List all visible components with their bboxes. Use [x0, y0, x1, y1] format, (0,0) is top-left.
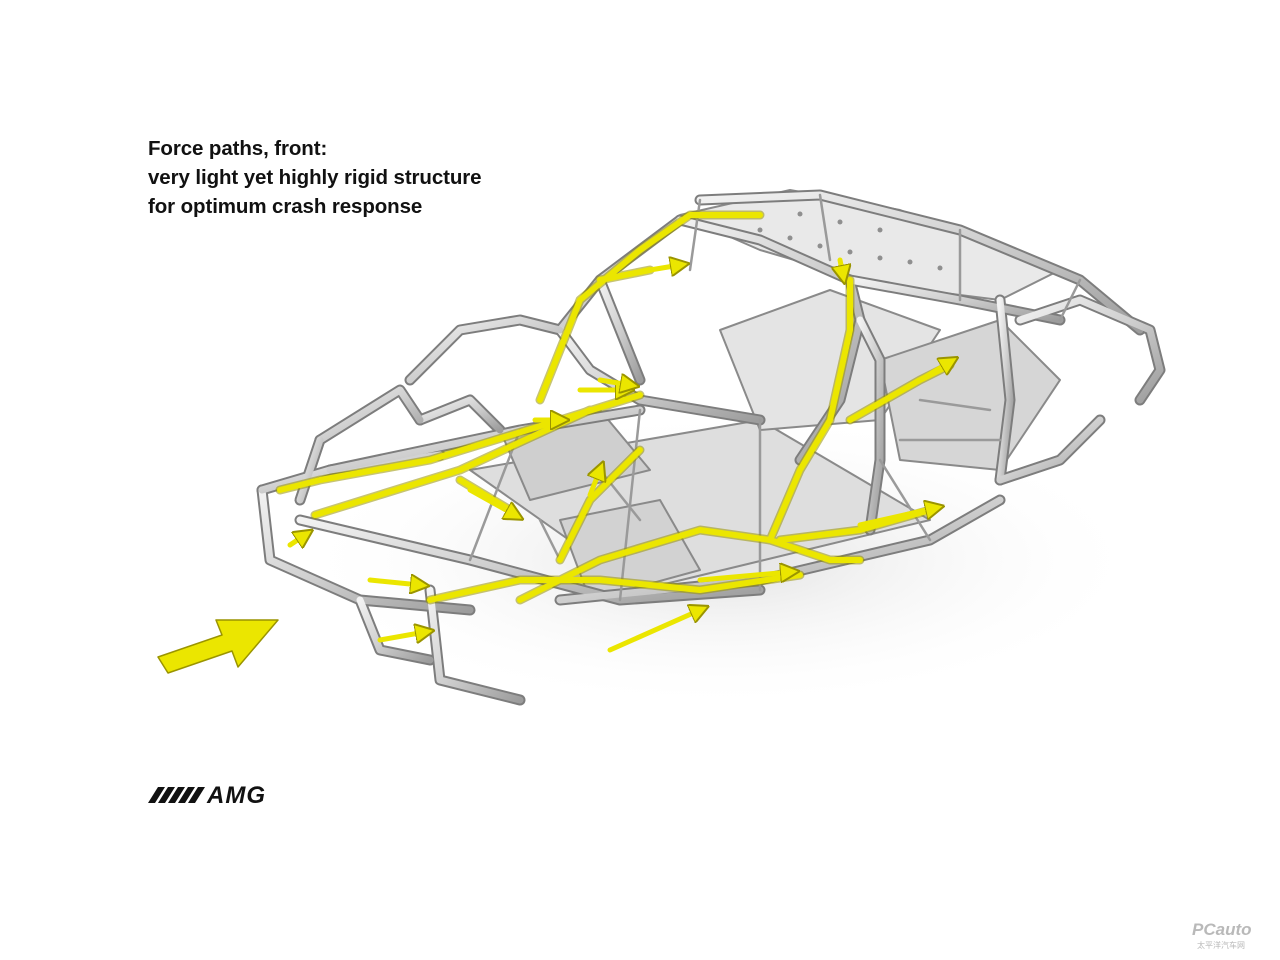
- amg-logo: AMG: [148, 782, 266, 809]
- amg-logo-text: AMG: [206, 782, 266, 809]
- force-path-arrow: [697, 572, 790, 580]
- force-path-arrow: [287, 535, 305, 545]
- force-path-side-sill: [427, 572, 803, 603]
- force-path-arrow: [917, 362, 950, 383]
- force-path-floor-tunnel: [517, 527, 863, 603]
- watermark-latin: PCauto: [1192, 920, 1252, 939]
- force-path-arrow: [857, 508, 935, 528]
- force-path-lower-rail: [312, 407, 593, 518]
- impact-arrow: [157, 619, 279, 674]
- force-path-arrow: [590, 470, 600, 498]
- force-path-roof-link: [597, 267, 653, 283]
- force-path-arrow: [647, 265, 680, 270]
- force-path-arrow: [607, 610, 700, 653]
- caption-line-2: very light yet highly rigid structure: [148, 166, 482, 189]
- force-path-arrow: [467, 487, 515, 515]
- force-path-arrow: [840, 257, 843, 275]
- caption-line-3: for optimum crash response: [148, 195, 423, 218]
- force-path-a-pillar: [537, 212, 763, 403]
- force-path-b-pillar: [767, 277, 853, 543]
- watermark: PCauto 太平洋汽车网: [1192, 920, 1252, 950]
- force-path-tunnel-branch: [557, 447, 643, 563]
- force-path-arrow: [367, 580, 420, 585]
- force-path-arrow: [597, 380, 630, 385]
- force-path-arrows: [287, 257, 950, 653]
- roof-holes: [757, 211, 943, 271]
- amg-stripes-icon: [148, 787, 205, 803]
- force-paths: [275, 210, 950, 653]
- watermark-cjk: 太平洋汽车网: [1197, 940, 1245, 950]
- caption-line-1: Force paths, front:: [148, 137, 328, 160]
- caption: Force paths, front: very light yet highl…: [148, 134, 482, 221]
- force-path-arrow: [377, 632, 425, 640]
